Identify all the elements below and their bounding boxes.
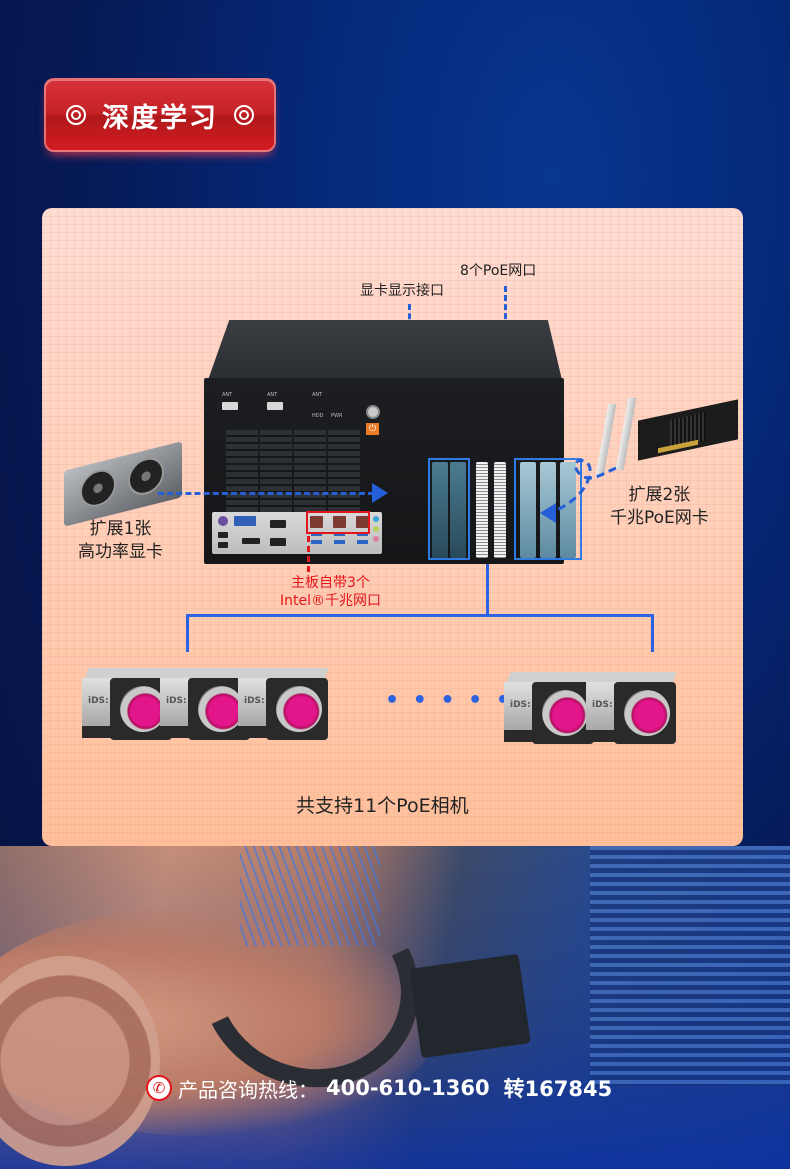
gpu-expansion-label: 扩展1张 高功率显卡 [78, 519, 163, 562]
audio-jack [373, 516, 379, 522]
hotline-label: 产品咨询热线： [178, 1077, 318, 1102]
audio-jack [373, 536, 379, 542]
server-rack-graphic [590, 846, 790, 1086]
poe-camera: iDS: [586, 672, 678, 746]
gpu-display-label: 显卡显示接口 [360, 283, 444, 299]
usb3-port [357, 540, 368, 544]
vent-grille [328, 430, 360, 518]
poe-camera: iDS: [238, 668, 330, 742]
gpu-connector [158, 492, 374, 495]
displayport [270, 520, 286, 528]
arrow-right-icon [372, 483, 388, 503]
section-title: 深度学习 [102, 102, 218, 134]
pcb [638, 399, 738, 461]
bus-right-drop [651, 614, 654, 652]
vent-grille [294, 430, 326, 518]
lens-icon [198, 686, 244, 732]
topology-diagram-card: 8个PoE网口 显卡显示接口 ANT ANT ANT HDD PWR ⏻ [42, 208, 743, 846]
vent-grille [226, 430, 258, 518]
hdmi-port [242, 538, 260, 544]
hotline-extension: 转167845 [503, 1077, 613, 1101]
poe-camera: iDS: [504, 672, 596, 746]
curved-dashed-connector [551, 459, 617, 514]
usb3-port [311, 540, 322, 544]
arrow-left-icon [540, 503, 556, 523]
gpu-bracket [432, 462, 448, 558]
bus-drop-line [486, 564, 489, 616]
summary-label: 共支持11个PoE相机 [296, 795, 469, 817]
bus-left-drop [186, 614, 189, 652]
section-badge: 深度学习 [44, 78, 276, 152]
usb3-port [357, 532, 368, 536]
audio-jack [373, 526, 379, 532]
usb3-port [334, 540, 345, 544]
blank-slot [476, 462, 488, 558]
poe-network-card-image [595, 398, 738, 476]
gpu-bracket [450, 462, 466, 558]
onboard-lan-highlight [306, 511, 370, 534]
lens-icon [276, 686, 322, 732]
camera-bus-line [186, 614, 654, 617]
poe-card-bracket [520, 462, 536, 558]
chassis-top [208, 320, 562, 380]
hotline-bar: ✆ 产品咨询热线： 400-610-1360 转167845 [146, 1072, 612, 1104]
blank-slot [494, 462, 506, 558]
poe-ports-label: 8个PoE网口 [460, 263, 537, 279]
rj45-port [333, 516, 346, 528]
usb3-port [334, 532, 345, 536]
usb-port[interactable] [267, 402, 283, 410]
poe-card-bracket [560, 462, 576, 558]
usb-port[interactable] [222, 402, 238, 410]
poe-slot-highlight [514, 458, 582, 560]
robot-joint-graphic [0, 956, 160, 1166]
graphics-card-image [64, 441, 182, 527]
card-bracket [615, 398, 637, 470]
vga-port [234, 516, 256, 526]
power-icon: ⏻ [366, 423, 379, 435]
gpu-slot-highlight [428, 458, 470, 560]
onboard-lan-label: 主板自带3个 Intel®千兆网口 [280, 575, 381, 610]
usb-port [218, 532, 228, 538]
industrial-robot-background [0, 846, 790, 1169]
poe-card-label: 扩展2张 千兆PoE网卡 [610, 485, 709, 528]
expansion-slots [388, 458, 582, 563]
pwr-label: PWR [331, 413, 343, 419]
usb3-port [311, 532, 322, 536]
vent-grille [260, 430, 292, 518]
ant-label: ANT [222, 392, 233, 398]
poe-camera: iDS: [160, 668, 252, 742]
lens-icon [542, 690, 588, 736]
servo-motor-graphic [409, 953, 531, 1059]
lens-icon [120, 686, 166, 732]
industrial-pc-chassis: ANT ANT ANT HDD PWR ⏻ [204, 378, 582, 564]
hdd-label: HDD [312, 413, 324, 419]
lens-icon [624, 690, 670, 736]
ps2-port [218, 516, 228, 526]
ant-label: ANT [312, 392, 323, 398]
displayport [270, 538, 286, 546]
rj45-port [310, 516, 323, 528]
usb-port [218, 542, 228, 548]
onboard-lan-connector [307, 536, 310, 572]
phone-icon: ✆ [146, 1075, 172, 1101]
cable-bundle-graphic [240, 846, 380, 946]
fan-icon [80, 465, 116, 511]
double-circle-icon [66, 105, 86, 125]
power-button[interactable] [366, 405, 380, 419]
double-circle-icon [234, 105, 254, 125]
ant-label: ANT [267, 392, 278, 398]
rj45-port [356, 516, 369, 528]
hotline-number[interactable]: 400-610-1360 [326, 1076, 490, 1100]
